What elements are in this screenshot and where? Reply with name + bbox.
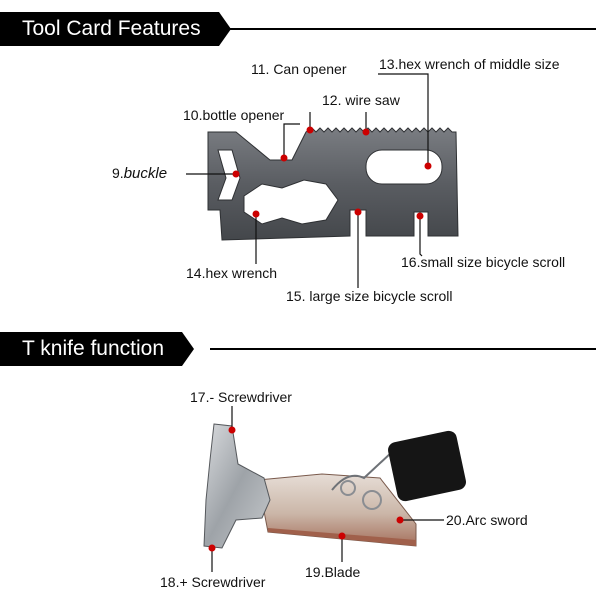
t-knife-title: T knife function: [0, 332, 195, 366]
buckle-cutout: [217, 149, 241, 201]
marker-can-opener: [306, 126, 314, 134]
marker-plus-screwdriver: [208, 544, 216, 552]
t-knife-image: [203, 423, 466, 549]
label-can-opener: 11. Can opener: [251, 61, 347, 77]
hex-wrench-cutout: [243, 179, 339, 225]
key-cap: [388, 430, 466, 502]
tool-card-pointers: [186, 73, 429, 288]
marker-bottle-opener: [280, 154, 288, 162]
label-hex-middle: 13.hex wrench of middle size: [379, 56, 560, 72]
label-arc-sword: 20.Arc sword: [446, 512, 528, 528]
keyring-chain: [331, 451, 393, 491]
keyring-loop-2: [362, 490, 382, 510]
marker-blade: [338, 532, 346, 540]
t-knife-markers: [208, 426, 404, 552]
tool-card-rule: [210, 28, 596, 30]
keyring-loop: [340, 480, 356, 496]
label-buckle-number: 9.: [112, 165, 124, 181]
marker-large-scroll: [354, 208, 362, 216]
label-wire-saw: 12. wire saw: [322, 92, 400, 108]
label-bottle-opener: 10.bottle opener: [183, 107, 285, 123]
label-small-scroll: 16.small size bicycle scroll: [401, 254, 566, 270]
t-handle: [203, 423, 271, 549]
marker-arc-sword: [396, 516, 404, 524]
tool-card-markers: [232, 126, 432, 220]
marker-hex-wrench: [252, 210, 260, 218]
tool-card-image: [207, 127, 459, 241]
label-buckle: 9.buckle: [112, 165, 167, 182]
t-knife-rule: [210, 348, 596, 350]
label-buckle-text: buckle: [123, 165, 168, 182]
label-large-scroll: 15. large size bicycle scroll: [286, 288, 453, 304]
label-hex-wrench: 14.hex wrench: [186, 265, 278, 281]
marker-buckle: [232, 170, 240, 178]
t-knife-header: T knife function: [0, 332, 195, 366]
marker-wire-saw: [362, 128, 370, 136]
marker-minus-screwdriver: [228, 426, 236, 434]
t-knife-pointers: [211, 406, 444, 572]
label-minus-screwdriver: 17.- Screwdriver: [190, 389, 292, 405]
label-blade: 19.Blade: [305, 564, 361, 580]
middle-hex-cutout: [365, 149, 443, 185]
marker-hex-middle: [424, 162, 432, 170]
marker-small-scroll: [416, 212, 424, 220]
label-plus-screwdriver: 18.+ Screwdriver: [160, 574, 266, 590]
